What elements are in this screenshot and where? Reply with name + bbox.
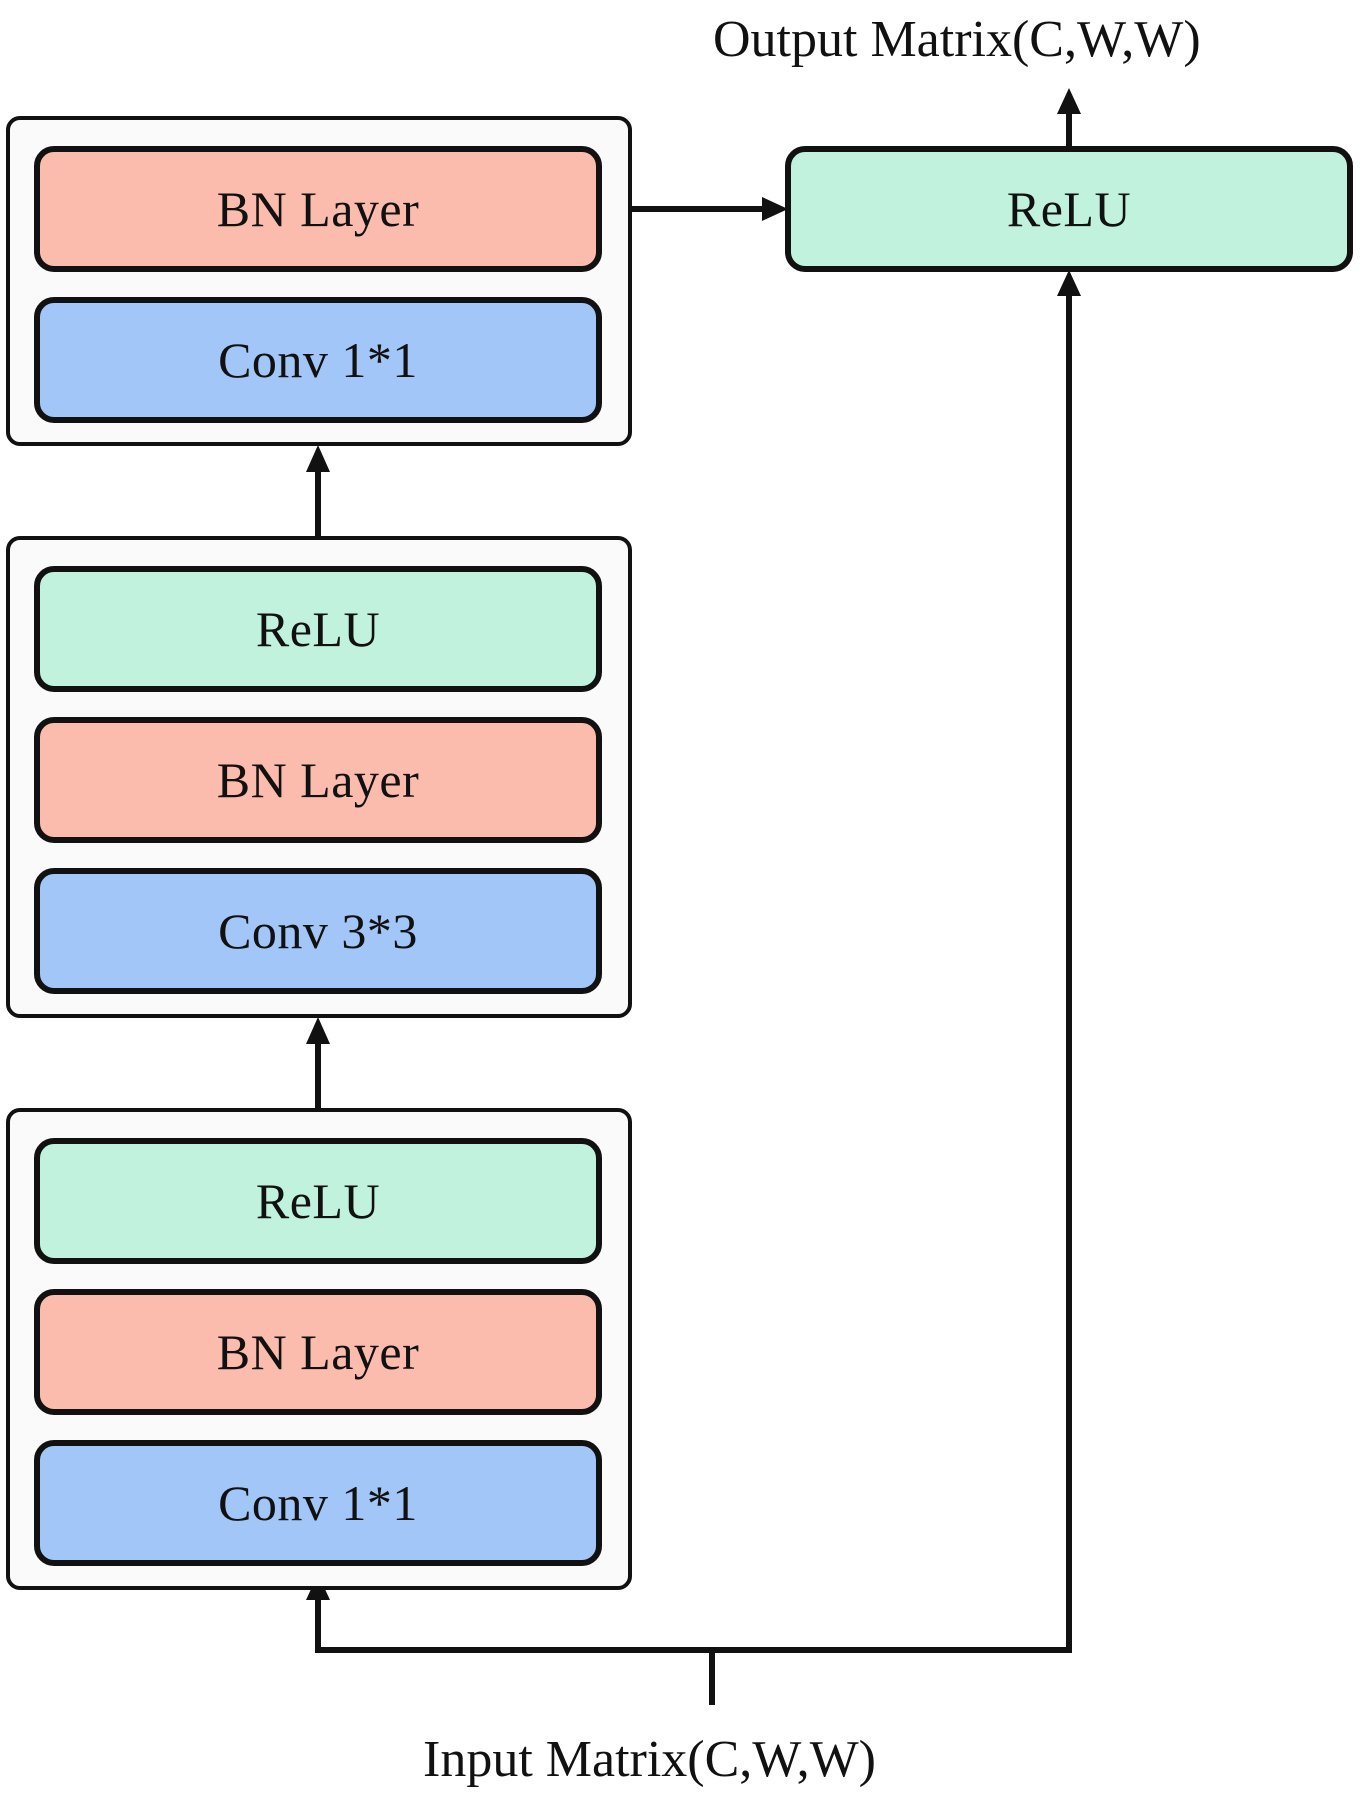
- bottom-conv-1x1: Conv 1*1: [34, 1440, 602, 1566]
- bottom-relu-layer: ReLU: [34, 1138, 602, 1264]
- middle-bn-layer: BN Layer: [34, 717, 602, 843]
- output-matrix-label: Output Matrix(C,W,W): [713, 11, 1201, 68]
- top-bn-layer-label: BN Layer: [216, 181, 420, 237]
- arrowhead-into-output-relu: [1057, 270, 1081, 296]
- arrowhead-into-top-group: [306, 445, 330, 472]
- middle-conv-3x3-label: Conv 3*3: [218, 903, 418, 959]
- bottom-bn-layer: BN Layer: [34, 1289, 602, 1415]
- arrowhead-into-output-relu-side: [762, 197, 788, 221]
- bottom-relu-label: ReLU: [255, 1173, 381, 1229]
- output-relu-label: ReLU: [1006, 181, 1132, 237]
- bottom-bn-layer-label: BN Layer: [216, 1324, 420, 1380]
- top-conv-1x1-label: Conv 1*1: [218, 332, 418, 388]
- top-conv-1x1: Conv 1*1: [34, 297, 602, 423]
- middle-relu-label: ReLU: [255, 601, 381, 657]
- middle-bn-layer-label: BN Layer: [216, 752, 420, 808]
- output-relu-layer: ReLU: [785, 146, 1353, 272]
- bottom-conv-1x1-label: Conv 1*1: [218, 1475, 418, 1531]
- arrowhead-to-output: [1057, 88, 1081, 114]
- top-bn-layer: BN Layer: [34, 146, 602, 272]
- middle-relu-layer: ReLU: [34, 566, 602, 692]
- arrowhead-into-middle-group: [306, 1017, 330, 1044]
- input-matrix-label: Input Matrix(C,W,W): [423, 1731, 876, 1788]
- middle-conv-3x3: Conv 3*3: [34, 868, 602, 994]
